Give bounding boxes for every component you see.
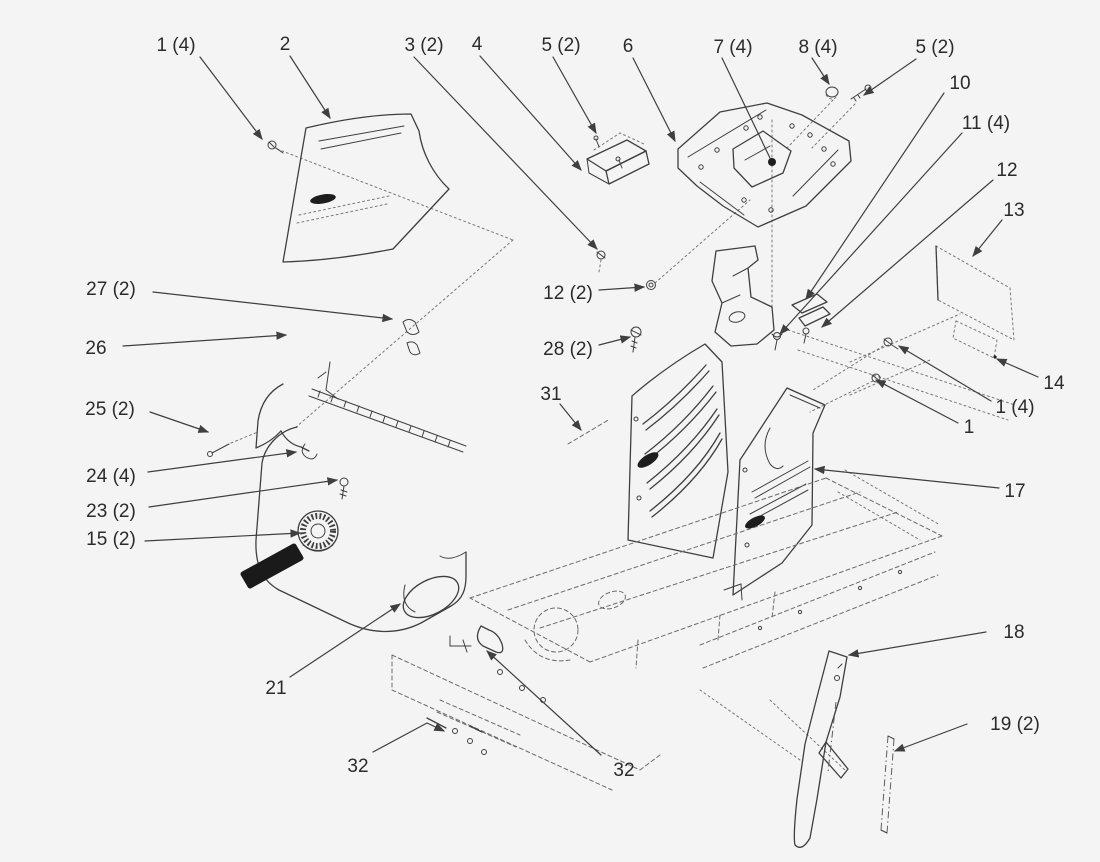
leader-line-13 xyxy=(995,358,1039,378)
cowl-opening xyxy=(402,575,460,619)
part-decal-plates xyxy=(935,245,1015,359)
leader-line-18 xyxy=(893,723,968,752)
part-cowl xyxy=(207,361,467,633)
leader-line-9 xyxy=(805,92,945,300)
leader-line-0 xyxy=(199,56,263,140)
callout-label-29: 28 (2) xyxy=(543,339,593,360)
callout-label-30: 31 xyxy=(540,384,561,405)
callout-label-24: 15 (2) xyxy=(86,529,136,550)
callout-label-4: 5 (2) xyxy=(541,35,580,56)
callout-label-21: 25 (2) xyxy=(85,399,135,420)
callout-label-18: 19 (2) xyxy=(990,714,1040,735)
part-hood xyxy=(267,113,450,356)
leader-line-7 xyxy=(811,57,830,86)
bolt xyxy=(630,326,642,338)
leader-line-2 xyxy=(413,56,598,250)
construction-lines xyxy=(276,99,1016,771)
callout-label-3: 4 xyxy=(472,34,483,55)
frame-latch-hook xyxy=(476,625,504,654)
callout-label-14: 1 (4) xyxy=(995,397,1034,418)
part-top-fasteners xyxy=(825,84,872,102)
callout-label-16: 17 xyxy=(1004,481,1025,502)
leader-line-17 xyxy=(847,631,987,658)
leader-line-10 xyxy=(779,132,963,335)
callout-label-5: 6 xyxy=(623,36,634,57)
callout-label-8: 5 (2) xyxy=(915,37,954,58)
ring-nut xyxy=(825,86,839,98)
part-knob xyxy=(240,510,339,589)
carriage-bolt xyxy=(768,158,776,166)
flange-nut xyxy=(646,280,656,290)
knob-grip xyxy=(240,543,304,589)
callout-label-0: 1 (4) xyxy=(156,35,195,56)
screw xyxy=(596,250,606,260)
callout-label-6: 7 (4) xyxy=(713,37,752,58)
part-latch-clips xyxy=(771,293,831,351)
part-seat-platform xyxy=(677,102,852,228)
callout-label-7: 8 (4) xyxy=(798,37,837,58)
part-tower-bracket xyxy=(711,245,775,347)
leader-line-25 xyxy=(289,603,401,678)
callout-label-25: 21 xyxy=(265,678,286,699)
leader-line-19 xyxy=(152,291,394,323)
leader-line-15 xyxy=(874,379,959,424)
part-chassis-frame xyxy=(391,477,943,791)
leader-line-27 xyxy=(486,650,602,756)
leader-line-26 xyxy=(372,722,446,753)
leader-line-4 xyxy=(552,56,597,135)
part-middle-fasteners xyxy=(596,250,656,353)
leader-line-23 xyxy=(148,477,339,508)
callout-label-17: 18 xyxy=(1003,622,1024,643)
leader-line-11 xyxy=(821,179,994,328)
leader-line-14 xyxy=(897,345,992,402)
shoulder-screw xyxy=(339,477,349,487)
hood-screw xyxy=(267,140,277,150)
leader-line-1 xyxy=(289,55,331,120)
part-bracket xyxy=(586,132,650,185)
leader-line-28 xyxy=(598,283,646,292)
leader-line-5 xyxy=(632,57,676,143)
leader-line-20 xyxy=(122,331,288,347)
part-side-screws xyxy=(871,337,899,386)
callout-label-9: 10 xyxy=(949,73,970,94)
callout-label-11: 12 xyxy=(996,160,1017,181)
latch-screw xyxy=(211,443,230,454)
callout-label-20: 26 xyxy=(85,338,106,359)
leader-line-22 xyxy=(147,449,298,473)
hood-logo xyxy=(310,194,336,204)
leader-line-8 xyxy=(863,58,917,96)
callout-label-27: 32 xyxy=(613,760,634,781)
leader-line-16 xyxy=(813,465,1000,489)
callout-label-12: 13 xyxy=(1003,200,1024,221)
latch-clip xyxy=(301,443,318,460)
part-side-panel-right xyxy=(723,387,826,601)
callout-label-23: 23 (2) xyxy=(86,501,136,522)
callout-label-28: 12 (2) xyxy=(543,283,593,304)
leader-line-24 xyxy=(144,529,302,542)
leader-line-6 xyxy=(721,57,771,159)
callout-label-19: 27 (2) xyxy=(86,279,136,300)
leader-line-30 xyxy=(559,403,582,431)
leader-line-29 xyxy=(598,335,632,346)
part-rear-panel xyxy=(880,735,895,834)
leader-line-21 xyxy=(149,411,210,433)
leader-line-3 xyxy=(479,55,582,171)
part-rear-bracket xyxy=(793,650,849,848)
part-louvered-panel xyxy=(567,343,729,559)
callout-label-10: 11 (4) xyxy=(962,113,1010,134)
callout-label-1: 2 xyxy=(280,34,291,55)
leader-line-12 xyxy=(972,219,1003,257)
callout-label-15: 1 xyxy=(964,417,975,438)
callout-label-13: 14 xyxy=(1043,373,1065,394)
callout-label-26: 32 xyxy=(347,756,368,777)
callout-label-22: 24 (4) xyxy=(86,466,136,487)
callout-label-2: 3 (2) xyxy=(404,35,443,56)
